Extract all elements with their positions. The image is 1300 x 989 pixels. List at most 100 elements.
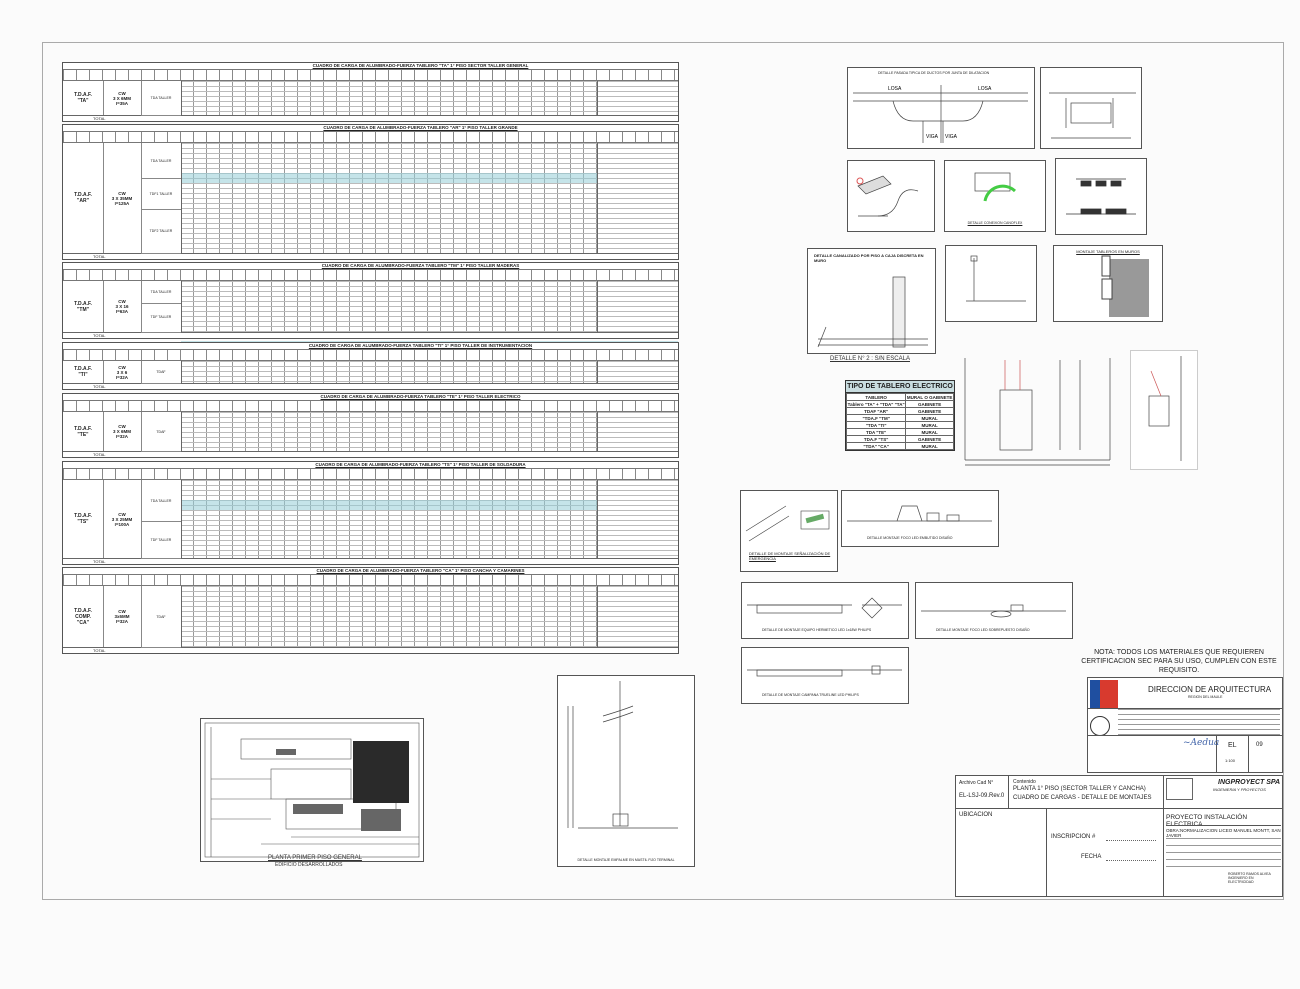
inscripcion-label: INSCRIPCION # [1051,834,1096,840]
alimentador: CW 3 X 35MM I=125A [103,143,142,253]
tipo-cell: GABINETE [905,400,954,408]
observaciones-column [597,361,678,383]
sub-tablero: TDF TALLER [141,521,181,559]
campana-detail: DETALLE DE MONTAJE CAMPANA TRUELINE LED … [741,647,909,704]
montaje-tableros-caption: MONTAJE TABLEROS EN MUROS [1076,249,1140,254]
schedule-title: CUADRO DE CARGA DE ALUMBRADO-FUERZA TABL… [320,394,521,399]
tablero-name: T.D.A.F. "TS" [63,480,104,558]
foco-sobrepuesto-caption: DETALLE MONTAJE FOCO LED SOBREPUESTO DIS… [936,628,1030,632]
hermetico-detail: DETALLE DE MONTAJE EQUIPO HERMETICO LED … [741,582,909,639]
tablero-cell: TDA "TE" [845,428,907,436]
observaciones-column [597,81,678,115]
table-row: TDA "TE"MURAL [845,428,954,436]
highlight-row [181,178,678,183]
alimentador: CW 3 X 6MM I=32A [103,412,142,451]
conexion-detail: DETALLE CONEXION CANOFLEX [944,160,1046,232]
table-row: TDAF "AR"GABINETE [845,407,954,415]
institution-name: DIRECCION DE ARQUITECTURA [1148,685,1272,694]
schedule-header [63,69,678,81]
schedule-title: CUADRO DE CARGA DE ALUMBRADO-FUERZA TABL… [316,568,525,573]
alimentador: CW 3 X 16 I=63A [103,281,142,332]
sub-tablero: TDF2 TALLER [141,209,181,254]
losa-label: LOSA [888,86,902,92]
company-name: INGPROYECT SPA [1218,779,1281,786]
total-row: TOTAL [63,647,678,654]
table-row: "TDA.F "TM"MURAL [845,414,954,422]
foco-embutido-caption: DETALLE MONTAJE FOCO LED EMBUTIDO DISAÑO [867,536,953,540]
foco-sobrepuesto-detail: DETALLE MONTAJE FOCO LED SOBREPUESTO DIS… [915,582,1073,639]
schedule-header [63,468,678,480]
canalizado-piso-detail: DETALLE CANALIZADO POR PISO A CAJA DISCR… [807,248,936,354]
proyecto: PROYECTO INSTALACIÓN ELECTRICA [1166,814,1248,828]
table-row: "TDA" "CA"MURAL [845,442,954,450]
certification-note: NOTA: TODOS LOS MATERIALES QUE REQUIEREN… [1081,649,1277,674]
canalizacion-detail [1040,67,1142,149]
tablero-name: T.D.A.F. "TE" [63,412,104,451]
schedule-title: CUADRO DE CARGA DE ALUMBRADO-FUERZA TABL… [315,462,526,467]
campana-caption: DETALLE DE MONTAJE CAMPANA TRUELINE LED … [762,693,859,697]
sub-tablero: TDA TALLER [141,480,181,523]
title-block-direccion: DIRECCION DE ARQUITECTURA REGION DEL MAU… [1087,677,1283,773]
region: REGION DEL MAULE [1188,695,1223,699]
pole-caption: DETALLE MONTAJE EMPALME EN MASTIL FIJO T… [577,858,675,862]
observaciones-column [597,143,678,253]
schedule-title: CUADRO DE CARGA DE ALUMBRADO-FUERZA TABL… [308,343,533,348]
schedule-header [63,349,678,361]
archivo-label: Archivo Cad N° [959,780,994,786]
conexion-caption: DETALLE CONEXION CANOFLEX [967,221,1023,225]
observaciones-column [597,281,678,332]
escala: 1:100 [1225,758,1236,763]
tablero-name: T.D.A.F. "TI" [63,361,104,383]
sheet-border [42,42,1284,900]
chile-flag-logo [1090,680,1118,708]
fecha-label: FECHA [1081,854,1102,860]
losa-caption: DETALLE PASADA TIPICA DE DUCTOS POR JUNT… [878,71,990,75]
observaciones-column [597,480,678,558]
sub-tablero: TDF1 TALLER [141,178,181,210]
schedule-title: CUADRO DE CARGA DE ALUMBRADO-FUERZA TABL… [323,125,518,130]
schedule-title: CUADRO DE CARGA DE ALUMBRADO-FUERZA TABL… [312,63,529,68]
tablero-elevation [960,350,1120,470]
pole-detail: DETALLE MONTAJE EMPALME EN MASTIL FIJO T… [557,675,695,867]
total-row: TOTAL [63,383,678,390]
table-row: TDA.F "TS"GABINETE [845,435,954,443]
losa-detail: DETALLE PASADA TIPICA DE DUCTOS POR JUNT… [847,67,1035,149]
alimentador: CW 3x6MM I=32A [103,586,142,647]
observaciones-column [597,586,678,647]
total-row: TOTAL [63,332,678,339]
total-row: TOTAL [63,451,678,458]
table-row: Tablero "TA" + "TDA" "TA"GABINETE [845,400,954,408]
tipo-tablero-title: TIPO DE TABLERO ELECTRICO [846,381,954,393]
emergencia-caption: DETALLE DE MONTAJE SEÑALIZACIÓN DE EMERG… [749,551,831,561]
obra: OBRA:NORMALIZACION LICEO MANUEL MONTT, S… [1166,828,1281,838]
gabinete-isometric [1130,350,1198,470]
sub-tablero: TDAF [141,586,181,648]
viga-label: VIGA [926,134,939,140]
archivo-cad: EL-LSJ-09.Rev.0 [959,793,1005,799]
foco-embutido-detail: DETALLE MONTAJE FOCO LED EMBUTIDO DISAÑO [841,490,999,547]
tablero-cell: "TDA.F "TM" [845,414,907,422]
contenido-line2: CUADRO DE CARGAS - DETALLE DE MONTAJES [1013,795,1152,801]
lamina-number: 09 [1256,742,1263,748]
schedule-header [63,131,678,143]
tablero-name: T.D.A.F. "AR" [63,143,104,253]
title-block-main: Archivo Cad N° EL-LSJ-09.Rev.0 Contenido… [955,775,1283,897]
tablero-cell: "TDA" "CA" [845,442,907,450]
emergencia-detail: DETALLE DE MONTAJE SEÑALIZACIÓN DE EMERG… [740,490,838,572]
observaciones-column [597,412,678,451]
total-row: TOTAL [63,115,678,122]
load-schedule-table: CUADRO DE CARGA DE ALUMBRADO-FUERZA TABL… [62,342,679,390]
schedule-header [63,269,678,281]
load-schedule-table: CUADRO DE CARGA DE ALUMBRADO-FUERZA TABL… [62,124,679,273]
company-logo [1166,778,1193,800]
company-subtitle: INGENIERIA Y PROYECTOS [1213,787,1266,792]
load-schedule-table: CUADRO DE CARGA DE ALUMBRADO-FUERZA TABL… [62,393,679,458]
plan-title: PLANTA PRIMER PISO GENERAL [268,855,362,861]
losa-label: LOSA [978,86,992,92]
schedule-title: CUADRO DE CARGA DE ALUMBRADO-FUERZA TABL… [321,263,520,268]
alimentador: CW 3 X 25MM I=100A [103,480,142,558]
hermetico-caption: DETALLE DE MONTAJE EQUIPO HERMETICO LED … [762,628,872,632]
sub-tablero: TDA TALLER [141,143,181,180]
